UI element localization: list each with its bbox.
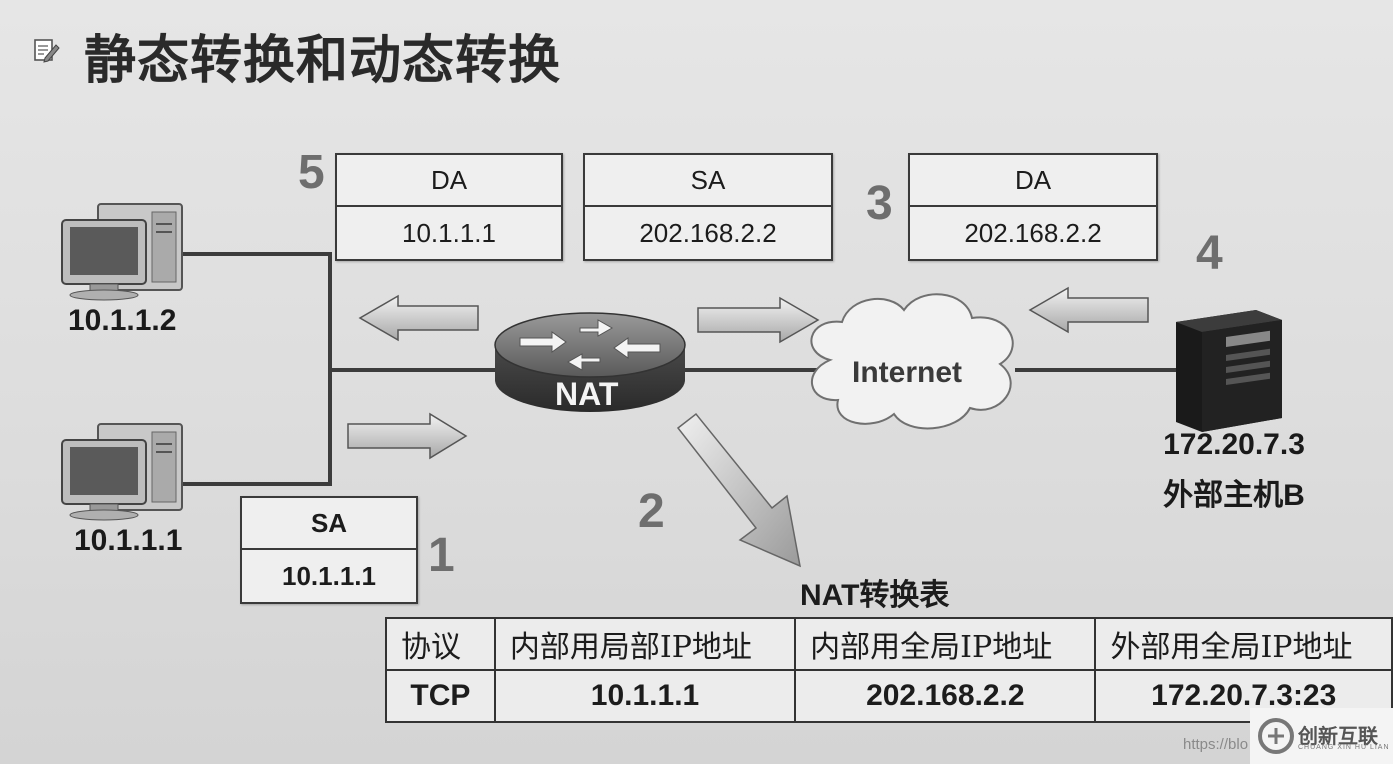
cloud-label: Internet bbox=[852, 356, 963, 389]
packet-value: 202.168.2.2 bbox=[639, 217, 777, 248]
server-name: 外部主机B bbox=[1163, 479, 1305, 512]
arrow-down-right-icon bbox=[676, 412, 801, 568]
table-cell: 202.168.2.2 bbox=[794, 669, 1097, 723]
arrow-left-icon bbox=[358, 294, 479, 342]
table-header: 外部用全局IP地址 bbox=[1094, 617, 1393, 671]
packet-sa-global: SA 202.168.2.2 bbox=[583, 153, 833, 261]
server-icon bbox=[1176, 310, 1282, 432]
step-number-2: 2 bbox=[638, 485, 665, 538]
router-icon bbox=[494, 312, 686, 412]
pc-top-ip: 10.1.1.2 bbox=[68, 304, 177, 337]
arrow-right-icon bbox=[697, 296, 820, 344]
step-number-5: 5 bbox=[298, 146, 325, 199]
packet-value: 10.1.1.1 bbox=[402, 217, 496, 248]
packet-da-internal: DA 10.1.1.1 bbox=[335, 153, 563, 261]
arrow-left-icon bbox=[1028, 286, 1149, 334]
nat-table-caption: NAT转换表 bbox=[800, 579, 950, 612]
packet-header: DA bbox=[337, 155, 561, 207]
watermark-brand: 创新互联 bbox=[1298, 726, 1378, 748]
table-row: TCP 10.1.1.1 202.168.2.2 172.20.7.3:23 bbox=[385, 669, 1393, 723]
table-header: 内部用局部IP地址 bbox=[493, 617, 797, 671]
step-number-1: 1 bbox=[428, 529, 455, 582]
packet-da-global: DA 202.168.2.2 bbox=[908, 153, 1158, 261]
server-ip: 172.20.7.3 bbox=[1163, 428, 1305, 461]
network-links bbox=[180, 252, 1180, 486]
computer-icon bbox=[61, 203, 183, 301]
table-header-row: 协议 内部用局部IP地址 内部用全局IP地址 外部用全局IP地址 bbox=[385, 617, 1393, 671]
table-header: 协议 bbox=[385, 617, 496, 671]
packet-header: SA bbox=[242, 498, 416, 550]
nat-table: 协议 内部用局部IP地址 内部用全局IP地址 外部用全局IP地址 TCP 10.… bbox=[385, 617, 1393, 723]
document-edit-icon bbox=[34, 39, 60, 63]
page-title: 静态转换和动态转换 bbox=[84, 31, 562, 91]
watermark-brand-sub: CHUANG XIN HU LIAN bbox=[1298, 744, 1390, 751]
packet-header: DA bbox=[910, 155, 1156, 207]
table-cell: 10.1.1.1 bbox=[493, 669, 797, 723]
packet-header: SA bbox=[585, 155, 831, 207]
packet-value: 10.1.1.1 bbox=[282, 560, 376, 591]
packet-sa-internal: SA 10.1.1.1 bbox=[240, 496, 418, 604]
step-number-4: 4 bbox=[1196, 227, 1223, 280]
brand-logo-icon bbox=[1258, 718, 1294, 754]
computer-icon bbox=[61, 423, 183, 521]
cloud-icon bbox=[810, 293, 1014, 430]
pc-bottom-ip: 10.1.1.1 bbox=[74, 524, 183, 557]
router-label: NAT bbox=[555, 376, 619, 412]
arrow-right-icon bbox=[347, 412, 468, 460]
step-number-3: 3 bbox=[866, 177, 893, 230]
table-header: 内部用全局IP地址 bbox=[794, 617, 1097, 671]
watermark-url: https://blo bbox=[1183, 736, 1249, 753]
table-cell: TCP bbox=[385, 669, 496, 723]
watermark-logo: 创新互联 CHUANG XIN HU LIAN bbox=[1250, 708, 1393, 764]
packet-value: 202.168.2.2 bbox=[964, 217, 1102, 248]
